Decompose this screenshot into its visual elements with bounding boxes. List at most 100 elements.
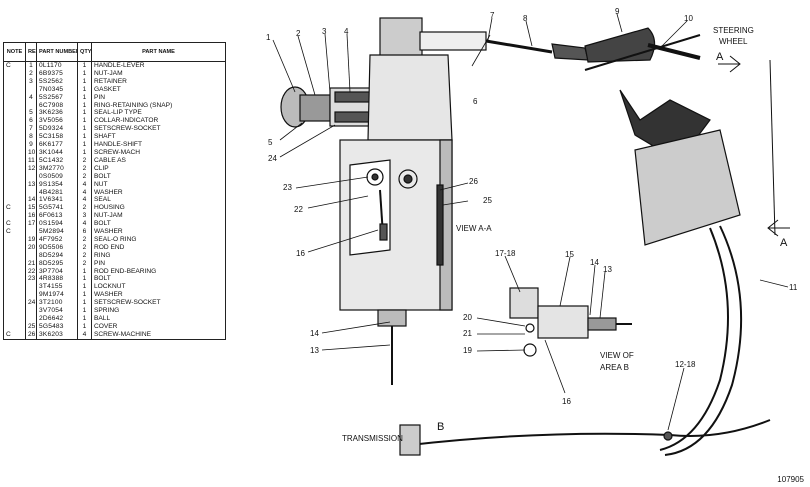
cell-part-number: 3V7054	[36, 307, 78, 315]
steering-column	[584, 34, 776, 456]
cell-ref-no: 24	[25, 299, 37, 308]
cell-part-number: 4F7952	[36, 235, 78, 244]
cell-part-name: RETAINER	[91, 77, 226, 86]
cell-note	[3, 291, 26, 300]
cell-note	[3, 196, 26, 205]
parts-diagram: 1 2 3 4 5 24 6 7 8 9 10 23 22 16 26 25 1…	[266, 7, 798, 456]
callout-21: 21	[463, 329, 472, 338]
cell-ref-no	[25, 307, 37, 315]
cell-note	[3, 85, 26, 94]
callout-8: 8	[523, 14, 528, 23]
cell-note	[3, 322, 26, 331]
cell-note	[3, 164, 26, 173]
cell-qty: 1	[77, 133, 92, 142]
cell-note	[3, 101, 26, 110]
marker-a-bottom: A	[780, 237, 788, 249]
cell-ref-no	[25, 315, 37, 323]
cell-note	[3, 251, 26, 260]
cell-note: C	[3, 220, 26, 229]
cell-qty: 1	[77, 141, 92, 149]
cell-part-number: 2D6642	[36, 315, 78, 323]
cell-part-number: 5S2567	[36, 93, 78, 102]
cell-ref-no: 16	[25, 212, 37, 221]
cell-part-number: 0S0509	[36, 172, 78, 181]
cell-part-number: 3V5056	[36, 117, 78, 126]
cell-ref-no: 11	[25, 156, 37, 165]
cell-qty: 1	[77, 93, 92, 102]
marker-b: B	[437, 421, 444, 433]
marker-a-top: A	[716, 51, 724, 63]
callout-5: 5	[268, 138, 273, 147]
cell-qty: 4	[77, 188, 92, 197]
cell-part-name: SPRING	[91, 307, 226, 315]
callout-11: 11	[789, 283, 798, 292]
cell-note	[3, 299, 26, 308]
cell-part-name: RING	[91, 251, 226, 260]
cell-qty: 6	[77, 228, 92, 236]
cell-part-number: 9D5506	[36, 243, 78, 252]
cell-note: C	[3, 330, 26, 340]
cell-part-number: 5D9324	[36, 125, 78, 134]
cell-part-name: BOLT	[91, 275, 226, 284]
steering-wheel-label: STEERING	[713, 26, 754, 35]
callout-leaders	[272, 13, 789, 431]
callout-19: 19	[463, 346, 472, 355]
cell-part-name: ROD END	[91, 243, 226, 252]
cell-part-number: 3K6203	[36, 330, 78, 340]
cell-ref-no: 10	[25, 148, 37, 157]
cell-qty: 1	[77, 69, 92, 78]
cell-part-number: 3T4155	[36, 283, 78, 292]
cell-part-name: SEAL	[91, 196, 226, 205]
cell-note	[3, 315, 26, 323]
cell-note	[3, 259, 26, 268]
cell-part-number: 4B4281	[36, 188, 78, 197]
callout-14: 14	[310, 329, 319, 338]
cell-ref-no	[25, 228, 37, 236]
callout-6: 6	[473, 97, 478, 106]
cell-qty: 2	[77, 172, 92, 181]
cell-qty: 2	[77, 243, 92, 252]
cell-part-number: 3K1044	[36, 148, 78, 157]
callout-26: 26	[469, 177, 478, 186]
cell-ref-no: 8	[25, 133, 37, 142]
cell-qty: 2	[77, 204, 92, 213]
callout-13: 13	[310, 346, 319, 355]
cell-qty: 4	[77, 330, 92, 340]
cell-part-number: 3P7704	[36, 267, 78, 276]
cell-part-name: WASHER	[91, 228, 226, 236]
cell-ref-no: 20	[25, 243, 37, 252]
cell-part-number: 3K6236	[36, 109, 78, 118]
cell-qty: 1	[77, 125, 92, 134]
cell-part-number: 5S2562	[36, 77, 78, 86]
cell-part-number: 3M2770	[36, 164, 78, 173]
cell-note	[3, 172, 26, 181]
cell-part-name: GASKET	[91, 85, 226, 94]
cell-part-name: SHAFT	[91, 133, 226, 142]
cell-qty: 4	[77, 220, 92, 229]
cell-ref-no: 1	[25, 61, 37, 70]
cell-part-number: 8D5294	[36, 251, 78, 260]
cell-part-name: BOLT	[91, 220, 226, 229]
callout-16: 16	[296, 249, 305, 258]
cell-qty: 2	[77, 156, 92, 165]
area-b-detail	[509, 287, 632, 357]
cell-ref-no: 25	[25, 322, 37, 331]
cell-part-name: NUT-JAM	[91, 212, 226, 221]
cell-part-name: NUT-JAM	[91, 69, 226, 78]
callout-labels: 1 2 3 4 5 24 6 7 8 9 10 23 22 16 26 25 1…	[266, 7, 798, 443]
parts-table: NOTE REF NO PART NUMBER QTY PART NAME C1…	[3, 42, 226, 340]
